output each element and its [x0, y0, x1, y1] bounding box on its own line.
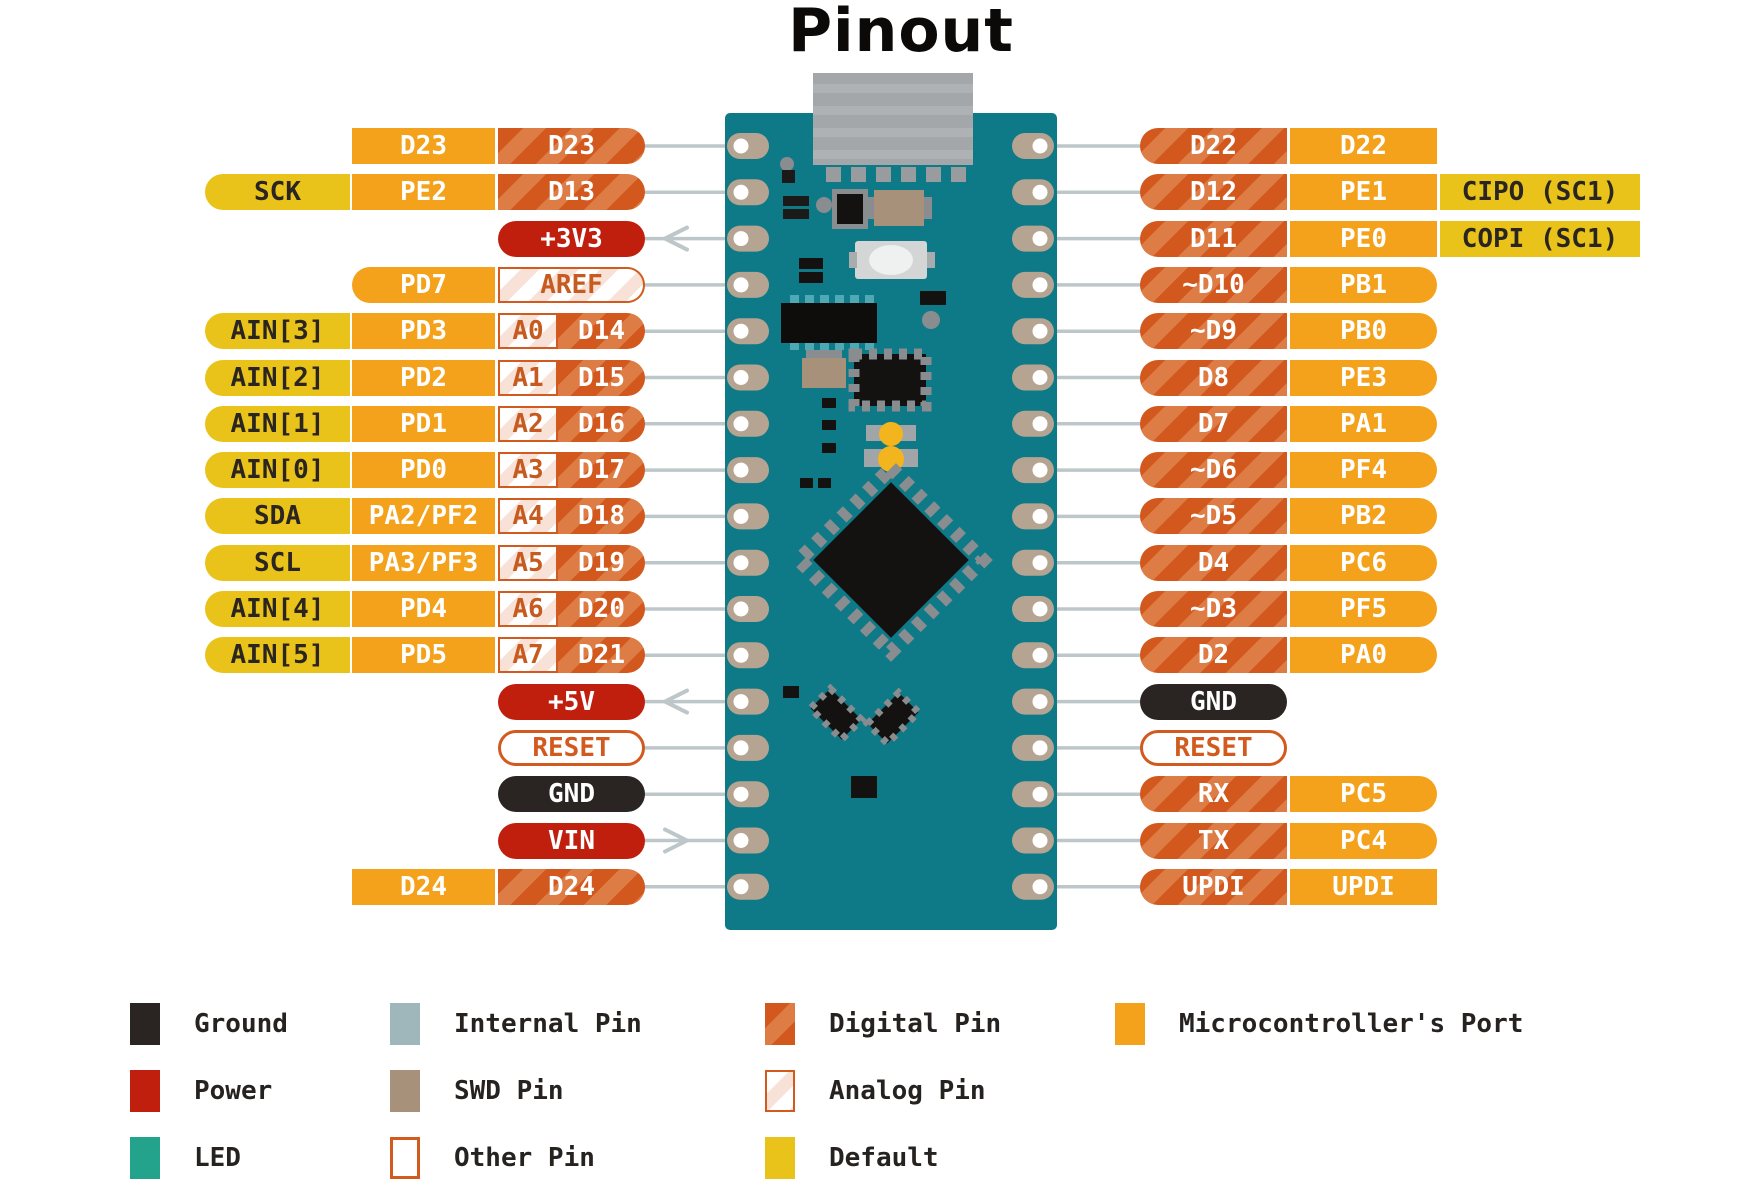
- board-components: [780, 157, 993, 798]
- page-title: Pinout: [788, 0, 1014, 66]
- power-arrows: [663, 225, 689, 854]
- board-graphic: [725, 73, 1057, 930]
- ic-chip: [790, 295, 874, 350]
- swd-component: [874, 190, 924, 226]
- usb-connector: [813, 73, 973, 165]
- gold-pad: [879, 422, 903, 446]
- mcu-chip: [789, 458, 993, 662]
- connector-lines: [644, 144, 1141, 889]
- solder-pads: [727, 133, 1054, 900]
- qfn-chip: [848, 348, 932, 412]
- usb-solder-teeth: [826, 167, 966, 182]
